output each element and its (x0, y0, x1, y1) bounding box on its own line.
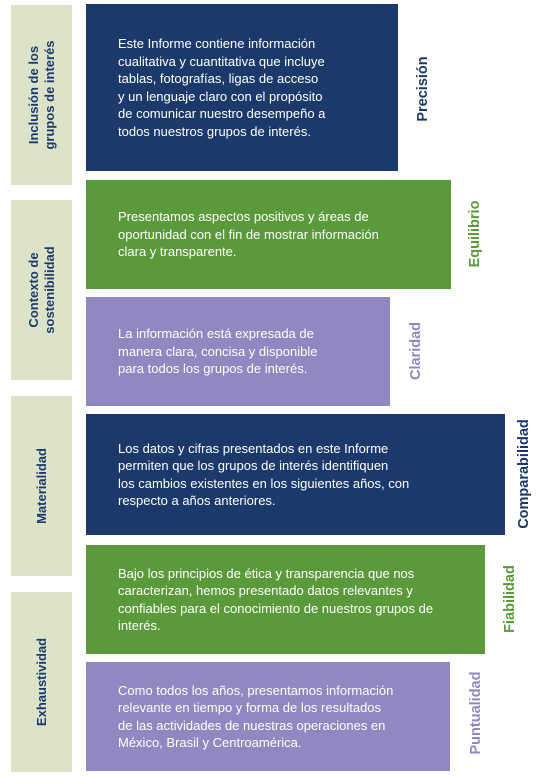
category-label: Inclusión de los grupos de interés (25, 40, 57, 150)
category-bar-inclusion: Inclusión de los grupos de interés (11, 5, 72, 185)
category-bar-contexto: Contexto de sostenibilidad (11, 200, 72, 380)
principle-name: Puntualidad (468, 671, 484, 755)
principle-box-equilibrio: Presentamos aspectos positivos y áreas d… (86, 180, 451, 289)
principle-box-claridad: La información está expresada de manera … (86, 297, 390, 406)
principle-text: La información está expresada de manera … (118, 326, 318, 377)
category-bar-exhaustividad: Exhaustividad (11, 592, 72, 772)
principle-box-comparabilidad: Los datos y cifras presentados en este I… (86, 414, 505, 535)
principle-name: Comparabilidad (516, 419, 532, 529)
principle-text: Como todos los años, presentamos informa… (118, 682, 394, 751)
principle-box-fiabilidad: Bajo los principios de ética y transpare… (86, 545, 485, 654)
principle-box-precision: Este Informe contiene información cualit… (86, 4, 398, 171)
principle-text: Bajo los principios de ética y transpare… (118, 565, 434, 634)
category-label: Materialidad (33, 448, 49, 524)
principle-text: Este Informe contiene información cualit… (118, 36, 326, 139)
principle-name: Claridad (408, 321, 424, 381)
principle-name: Equilibrio (467, 200, 483, 268)
category-label: Contexto de sostenibilidad (25, 246, 57, 334)
category-bar-materialidad: Materialidad (11, 396, 72, 576)
category-label: Exhaustividad (33, 637, 49, 727)
principle-text: Los datos y cifras presentados en este I… (118, 440, 410, 509)
principle-name: Precisión (415, 56, 431, 122)
principle-box-puntualidad: Como todos los años, presentamos informa… (86, 662, 450, 771)
principle-name: Fiabilidad (502, 565, 518, 633)
principle-text: Presentamos aspectos positivos y áreas d… (118, 209, 379, 260)
